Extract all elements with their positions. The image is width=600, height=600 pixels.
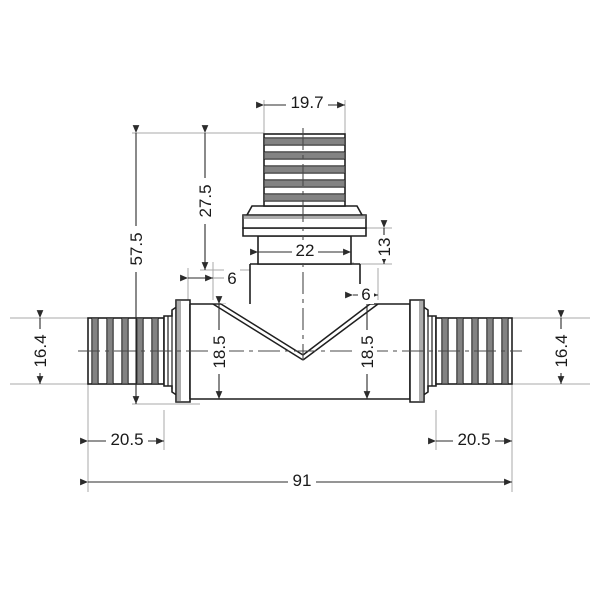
dim-label-19-7: 19.7 <box>290 93 323 112</box>
label-bg-22 <box>292 240 318 260</box>
label-bg-20-5-right <box>453 429 495 449</box>
top-barb-ridge-shading <box>264 138 345 201</box>
dim-label-57-5: 57.5 <box>127 232 146 265</box>
label-bg-18-5-left <box>209 330 229 374</box>
dim-label-22: 22 <box>296 241 315 260</box>
dim-label-91: 91 <box>293 471 312 490</box>
dim-label-20-5-left: 20.5 <box>110 430 143 449</box>
flange-shade <box>243 215 366 219</box>
label-bg-19-7 <box>286 92 328 112</box>
top-barb <box>263 133 346 207</box>
dim-label-16-4-right: 16.4 <box>552 334 571 367</box>
label-bg-6-right <box>358 284 374 304</box>
label-bg-57-5 <box>126 226 146 272</box>
flange-taper <box>245 205 364 216</box>
flange-lower <box>242 227 367 237</box>
label-bg-18-5-right <box>357 330 377 374</box>
dim-label-18-5-left: 18.5 <box>210 335 229 368</box>
branch-body-fill <box>250 264 360 304</box>
extension-lines <box>10 100 590 492</box>
dim-label-16-4-left: 16.4 <box>31 334 50 367</box>
dim-label-13: 13 <box>375 238 394 257</box>
dim-label-6-left: 6 <box>227 269 236 288</box>
label-bg-6-left <box>224 268 240 288</box>
dim-label-18-5-right: 18.5 <box>358 335 377 368</box>
label-bg-16-4-right <box>551 329 571 373</box>
label-bg-91 <box>288 470 316 490</box>
label-bg-13 <box>374 235 394 259</box>
dimension-labels: 19.7 27.5 57.5 22 13 6 6 18.5 18.5 16.4 … <box>30 92 571 490</box>
dim-label-20-5-right: 20.5 <box>457 430 490 449</box>
dim-label-6-right: 6 <box>361 285 370 304</box>
label-bg-16-4-left <box>30 329 50 373</box>
branch-riser <box>212 263 379 361</box>
branch-flange <box>242 205 367 237</box>
label-bg-20-5-left <box>106 429 148 449</box>
label-bg-27-5 <box>195 178 215 224</box>
dim-label-27-5: 27.5 <box>196 184 215 217</box>
